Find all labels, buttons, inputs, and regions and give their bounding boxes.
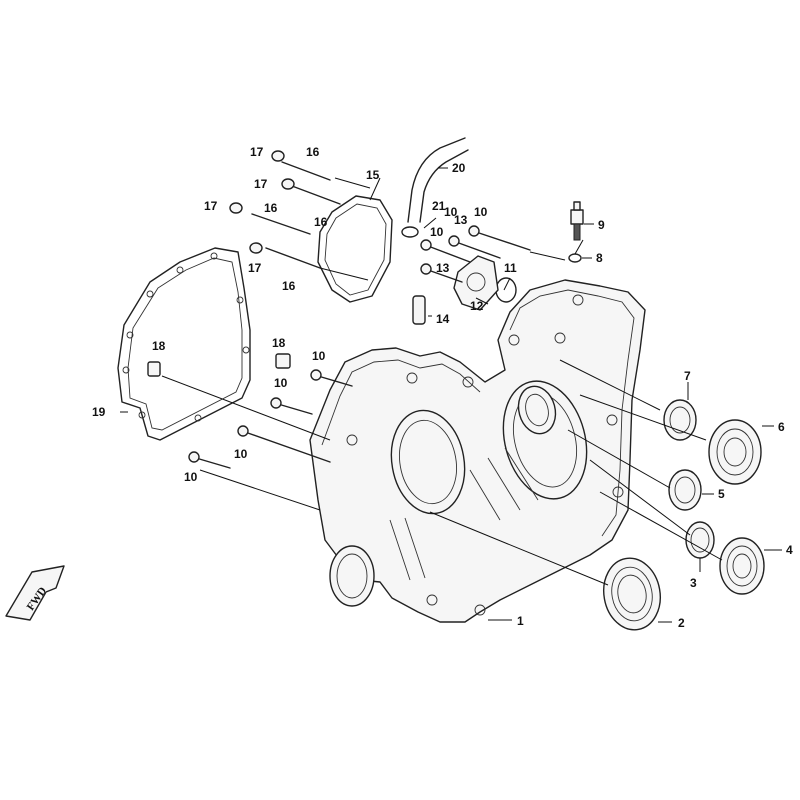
callout-1: 1 xyxy=(517,614,524,628)
forward-arrow-icon: FWD xyxy=(5,565,65,621)
callout-10-mid: 10 xyxy=(430,225,444,239)
cover-gasket xyxy=(317,195,393,303)
leader-lines xyxy=(120,167,782,623)
callout-4: 4 xyxy=(786,543,793,557)
callout-8: 8 xyxy=(596,251,603,265)
callout-10-a: 10 xyxy=(312,349,326,363)
callout-12: 12 xyxy=(470,299,484,313)
cover-12 xyxy=(453,255,499,311)
callout-18-b: 18 xyxy=(272,336,286,350)
clamp-21 xyxy=(401,226,419,238)
bearing-5 xyxy=(668,469,702,511)
callout-18-a: 18 xyxy=(152,339,166,353)
bearing-2 xyxy=(603,557,661,631)
dowel-14 xyxy=(412,295,426,325)
callout-5: 5 xyxy=(718,487,725,501)
callout-9: 9 xyxy=(598,218,605,232)
oil-pressure-switch-9 xyxy=(570,201,584,241)
callout-10-top: 10 xyxy=(474,205,488,219)
bearing-4 xyxy=(719,537,765,595)
callout-16-b: 16 xyxy=(314,215,328,229)
callout-2: 2 xyxy=(678,616,685,630)
callout-17-b: 17 xyxy=(254,177,268,191)
callout-14: 14 xyxy=(436,312,450,326)
callout-13-a: 13 xyxy=(454,213,468,227)
callout-17-c: 17 xyxy=(204,199,218,213)
callout-10-b: 10 xyxy=(274,376,288,390)
callout-15: 15 xyxy=(366,168,380,182)
callout-11: 11 xyxy=(504,261,517,275)
callout-13-b: 13 xyxy=(436,261,450,275)
bolts-10 xyxy=(188,225,531,469)
callout-20: 20 xyxy=(452,161,466,175)
dowel-18 xyxy=(147,353,291,377)
callout-10-c: 10 xyxy=(234,447,248,461)
studs-16 xyxy=(251,161,341,269)
centerlines xyxy=(161,177,723,586)
callout-6: 6 xyxy=(778,420,785,434)
callout-3: 3 xyxy=(690,576,697,590)
o-ring-11 xyxy=(495,277,517,303)
hose-20 xyxy=(407,137,469,223)
callout-labels: 1 2 3 4 5 6 7 8 9 10 10 10 10 10 10 10 1… xyxy=(92,145,793,630)
callout-10-d: 10 xyxy=(184,470,198,484)
crankcase-half xyxy=(309,279,646,623)
callout-7: 7 xyxy=(684,369,691,383)
bearing-6 xyxy=(708,419,762,485)
seal-7 xyxy=(663,399,697,441)
callout-17-d: 17 xyxy=(248,261,262,275)
callout-19: 19 xyxy=(92,405,106,419)
callout-17-a: 17 xyxy=(250,145,264,159)
crankcase-gasket xyxy=(117,247,251,441)
callout-16-a: 16 xyxy=(306,145,320,159)
callout-16-d: 16 xyxy=(282,279,296,293)
nuts-17 xyxy=(229,150,295,254)
callout-21: 21 xyxy=(432,199,446,213)
callout-10-e: 10 xyxy=(444,205,458,219)
callout-16-c: 16 xyxy=(264,201,278,215)
seal-3 xyxy=(685,521,715,559)
washer-8 xyxy=(568,253,582,263)
